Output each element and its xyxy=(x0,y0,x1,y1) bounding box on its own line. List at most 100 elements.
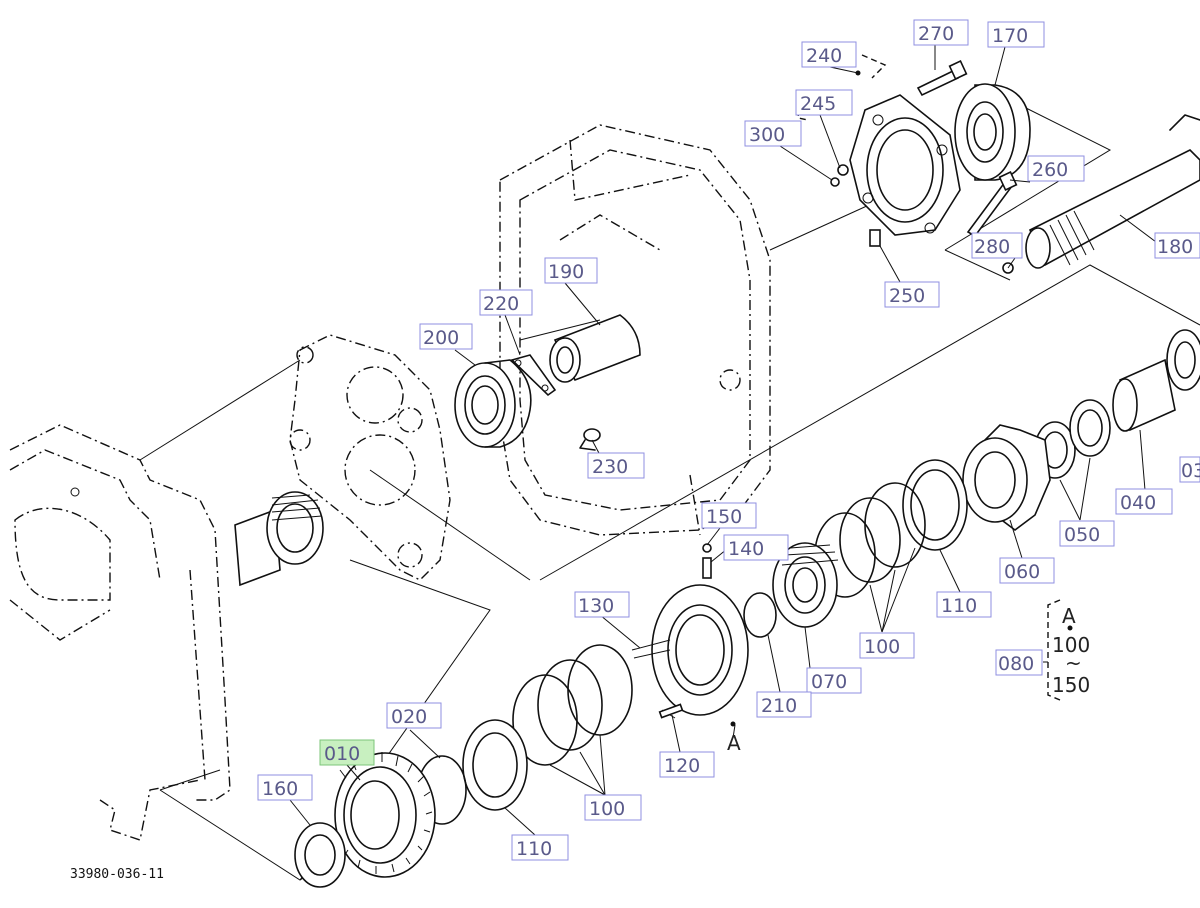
bolt-230 xyxy=(579,428,601,451)
svg-text:010: 010 xyxy=(324,743,360,765)
svg-text:110: 110 xyxy=(941,595,977,617)
svg-text:260: 260 xyxy=(1032,159,1068,181)
svg-text:230: 230 xyxy=(592,456,628,478)
callout-170[interactable]: 170 xyxy=(987,21,1045,48)
callout-150[interactable]: 150 xyxy=(701,502,757,529)
collar-190 xyxy=(549,314,641,383)
svg-text:270: 270 xyxy=(918,23,954,45)
callout-245[interactable]: 245 xyxy=(795,89,853,116)
callout-100-lower[interactable]: 100 xyxy=(584,794,642,821)
callout-270[interactable]: 270 xyxy=(913,19,969,46)
bearing-170 xyxy=(954,83,1031,181)
callout-110-lower[interactable]: 110 xyxy=(511,834,569,861)
svg-text:050: 050 xyxy=(1064,524,1100,546)
svg-text:140: 140 xyxy=(728,538,764,560)
transmission-case-left xyxy=(9,424,231,841)
output-shaft-180 xyxy=(1002,114,1200,274)
svg-text:220: 220 xyxy=(483,293,519,315)
svg-text:160: 160 xyxy=(262,778,298,800)
pin-120 xyxy=(658,703,684,719)
callout-030[interactable]: 03 xyxy=(1179,456,1200,483)
leader-lines xyxy=(289,45,1161,836)
hub-130 xyxy=(631,584,749,719)
bevel-gear-060 xyxy=(962,424,1051,531)
svg-text:020: 020 xyxy=(391,706,427,728)
callout-280[interactable]: 280 xyxy=(971,232,1023,259)
callout-250[interactable]: 250 xyxy=(884,281,940,308)
ref-marker-a: A xyxy=(727,721,741,755)
svg-text:100: 100 xyxy=(589,798,625,820)
needle-bearing-040 xyxy=(1112,358,1176,432)
svg-text:245: 245 xyxy=(800,93,836,115)
svg-text:100: 100 xyxy=(864,636,900,658)
callout-120[interactable]: 120 xyxy=(659,751,715,778)
callout-080[interactable]: 080 xyxy=(995,649,1043,676)
svg-text:150: 150 xyxy=(706,506,742,528)
bolt-270 xyxy=(916,60,968,97)
callout-010[interactable]: 010 xyxy=(319,739,375,766)
svg-text:150: 150 xyxy=(1052,673,1090,697)
drawing-number: 33980-036-11 xyxy=(70,867,164,882)
svg-text:03: 03 xyxy=(1181,460,1200,482)
callout-140[interactable]: 140 xyxy=(723,534,789,561)
svg-text:170: 170 xyxy=(992,25,1028,47)
svg-text:280: 280 xyxy=(974,236,1010,258)
svg-text:080: 080 xyxy=(998,653,1034,675)
callout-060[interactable]: 060 xyxy=(999,557,1055,584)
callout-240[interactable]: 240 xyxy=(801,41,857,68)
callout-300[interactable]: 300 xyxy=(744,120,802,147)
gear-070 xyxy=(772,542,839,628)
needle-bearing-050 xyxy=(1034,399,1111,479)
snap-ring-210 xyxy=(743,592,777,638)
group-bracket-080 xyxy=(1043,599,1061,701)
svg-text:210: 210 xyxy=(761,695,797,717)
bearing-160 xyxy=(294,822,346,888)
gear-010 xyxy=(334,752,436,878)
svg-text:250: 250 xyxy=(889,285,925,307)
sync-ring-110-upper xyxy=(902,459,968,551)
callout-260[interactable]: 260 xyxy=(1027,155,1085,182)
svg-text:180: 180 xyxy=(1157,236,1193,258)
callout-230[interactable]: 230 xyxy=(587,452,645,479)
callout-200[interactable]: 200 xyxy=(419,323,473,350)
cover-flange-240 xyxy=(849,70,961,236)
svg-text:240: 240 xyxy=(806,45,842,67)
pin-250 xyxy=(869,229,881,247)
callout-210[interactable]: 210 xyxy=(756,691,812,718)
bearing-030 xyxy=(1166,329,1200,391)
callout-070[interactable]: 070 xyxy=(806,667,862,694)
group-note-a-100-150: A 100 ~ 150 xyxy=(1052,604,1090,697)
input-shaft xyxy=(234,491,324,587)
svg-text:040: 040 xyxy=(1120,492,1156,514)
svg-text:070: 070 xyxy=(811,671,847,693)
svg-text:120: 120 xyxy=(664,755,700,777)
callout-220[interactable]: 220 xyxy=(479,289,533,316)
springs-100-lower xyxy=(512,644,633,766)
callout-160[interactable]: 160 xyxy=(257,774,313,801)
sync-ring-110-lower xyxy=(462,719,528,811)
callout-040[interactable]: 040 xyxy=(1115,488,1173,515)
bolt-260 xyxy=(966,171,1018,238)
callout-020[interactable]: 020 xyxy=(386,702,442,729)
mid-plate xyxy=(289,334,451,581)
bearing-200 xyxy=(454,359,532,448)
svg-text:200: 200 xyxy=(423,327,459,349)
callout-110-upper[interactable]: 110 xyxy=(936,591,992,618)
svg-text:190: 190 xyxy=(548,261,584,283)
callout-100-upper[interactable]: 100 xyxy=(859,632,915,659)
svg-text:A: A xyxy=(727,731,741,755)
svg-text:300: 300 xyxy=(749,124,785,146)
svg-text:110: 110 xyxy=(516,838,552,860)
callout-050[interactable]: 050 xyxy=(1059,520,1115,547)
callout-190[interactable]: 190 xyxy=(544,257,598,284)
svg-text:~: ~ xyxy=(1065,651,1082,675)
spring-140-ball-150 xyxy=(702,543,712,579)
callout-180[interactable]: 180 xyxy=(1154,232,1200,259)
washer-245-300 xyxy=(830,164,849,187)
svg-text:100: 100 xyxy=(1052,633,1090,657)
svg-text:A: A xyxy=(1062,604,1076,628)
callout-130[interactable]: 130 xyxy=(574,591,630,618)
svg-text:130: 130 xyxy=(578,595,614,617)
lock-plate-220 xyxy=(510,354,557,397)
